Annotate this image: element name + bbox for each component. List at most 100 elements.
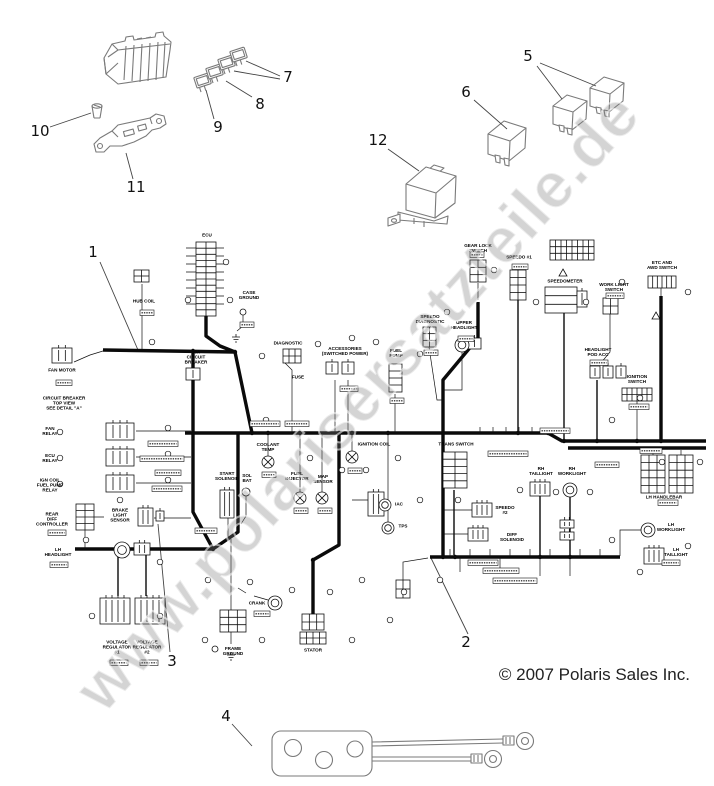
code-glyph	[109, 659, 129, 666]
code-glyph	[467, 559, 499, 566]
pin-glyph	[116, 496, 124, 504]
circ-glyph	[241, 487, 251, 497]
pin-glyph	[258, 352, 266, 360]
code-glyph	[239, 321, 255, 328]
pin-glyph	[348, 334, 356, 342]
relay-item6	[487, 120, 527, 167]
grid-glyph	[640, 454, 666, 494]
pin-glyph	[201, 636, 209, 644]
ring-glyph	[113, 541, 131, 559]
pin-glyph	[416, 496, 424, 504]
code-glyph	[487, 450, 529, 457]
code-glyph	[605, 292, 625, 299]
pin-glyph	[204, 576, 212, 584]
mounting-bracket	[93, 113, 167, 153]
pin-glyph	[582, 298, 590, 306]
pin-glyph	[314, 340, 322, 348]
circ-glyph	[261, 455, 275, 469]
grid-glyph	[509, 269, 527, 301]
copyright-text: © 2007 Polaris Sales Inc.	[498, 665, 690, 684]
code-glyph	[482, 567, 520, 574]
pin-glyph	[586, 488, 594, 496]
fuse-holder-item4	[271, 730, 535, 777]
dot-glyph	[515, 430, 521, 436]
conn-glyph	[529, 479, 551, 497]
pin-glyph	[454, 496, 462, 504]
tri-glyph	[558, 268, 568, 277]
dot-glyph	[561, 438, 567, 444]
dot-glyph	[658, 438, 664, 444]
conn-glyph	[105, 446, 135, 467]
pin-glyph	[222, 258, 230, 266]
conn-glyph	[341, 359, 355, 375]
dot-glyph	[190, 348, 196, 354]
conn-glyph	[155, 508, 165, 522]
conn-glyph	[576, 288, 588, 308]
dot-glyph	[634, 438, 640, 444]
code-glyph	[261, 471, 277, 478]
code-glyph	[589, 359, 609, 366]
grid-glyph	[549, 239, 595, 261]
code-glyph	[194, 527, 218, 534]
code-glyph	[293, 507, 309, 514]
pin-glyph	[226, 296, 234, 304]
pin-glyph	[288, 586, 296, 594]
conn-glyph	[325, 359, 339, 375]
dot-glyph	[265, 430, 271, 436]
circ-glyph	[345, 450, 359, 464]
conn-glyph	[643, 545, 665, 565]
code-glyph	[511, 263, 529, 270]
pin-glyph	[88, 612, 96, 620]
dot-glyph	[440, 554, 446, 560]
circ-glyph	[211, 645, 219, 653]
pin-glyph	[306, 454, 314, 462]
code-glyph	[628, 403, 650, 410]
code-glyph	[661, 559, 681, 566]
connector-glyphs-layer	[47, 239, 704, 666]
pin-glyph	[696, 458, 704, 466]
pin-glyph	[400, 588, 408, 596]
ring-glyph	[562, 482, 578, 498]
conn-glyph	[51, 345, 73, 364]
code-glyph	[49, 561, 69, 568]
pin-glyph	[148, 338, 156, 346]
dot-glyph	[249, 430, 255, 436]
code-glyph	[469, 251, 485, 258]
gnd-glyph	[227, 652, 235, 661]
dot-glyph	[594, 438, 600, 444]
circ-glyph	[293, 491, 307, 505]
circ-glyph	[239, 308, 247, 316]
dot-glyph	[567, 554, 573, 560]
code-glyph	[492, 577, 538, 584]
code-glyph	[423, 349, 439, 356]
code-glyph	[139, 455, 185, 462]
code-glyph	[339, 385, 359, 392]
code-glyph	[139, 309, 155, 316]
circ-glyph	[315, 491, 329, 505]
pin-glyph	[156, 558, 164, 566]
grid-glyph	[388, 363, 403, 393]
pin-glyph	[532, 298, 540, 306]
grid-glyph	[219, 609, 247, 633]
conn-glyph	[185, 365, 201, 381]
conn-glyph	[133, 540, 151, 556]
code-glyph	[139, 659, 159, 666]
conn-glyph	[559, 517, 575, 529]
code-glyph	[249, 420, 281, 427]
pin-glyph	[56, 480, 64, 488]
grid-glyph	[544, 286, 578, 314]
pin-glyph	[636, 568, 644, 576]
pin-glyph	[362, 466, 370, 474]
pin-glyph	[490, 266, 498, 274]
callout-leader-lines	[49, 60, 597, 747]
dot-glyph	[440, 430, 446, 436]
code-glyph	[151, 485, 183, 492]
pin-glyph	[608, 416, 616, 424]
conn-glyph	[471, 500, 493, 518]
conn-glyph	[559, 529, 575, 541]
pin-glyph	[386, 616, 394, 624]
conn-glyph	[105, 420, 135, 441]
ring-glyph	[378, 498, 392, 512]
